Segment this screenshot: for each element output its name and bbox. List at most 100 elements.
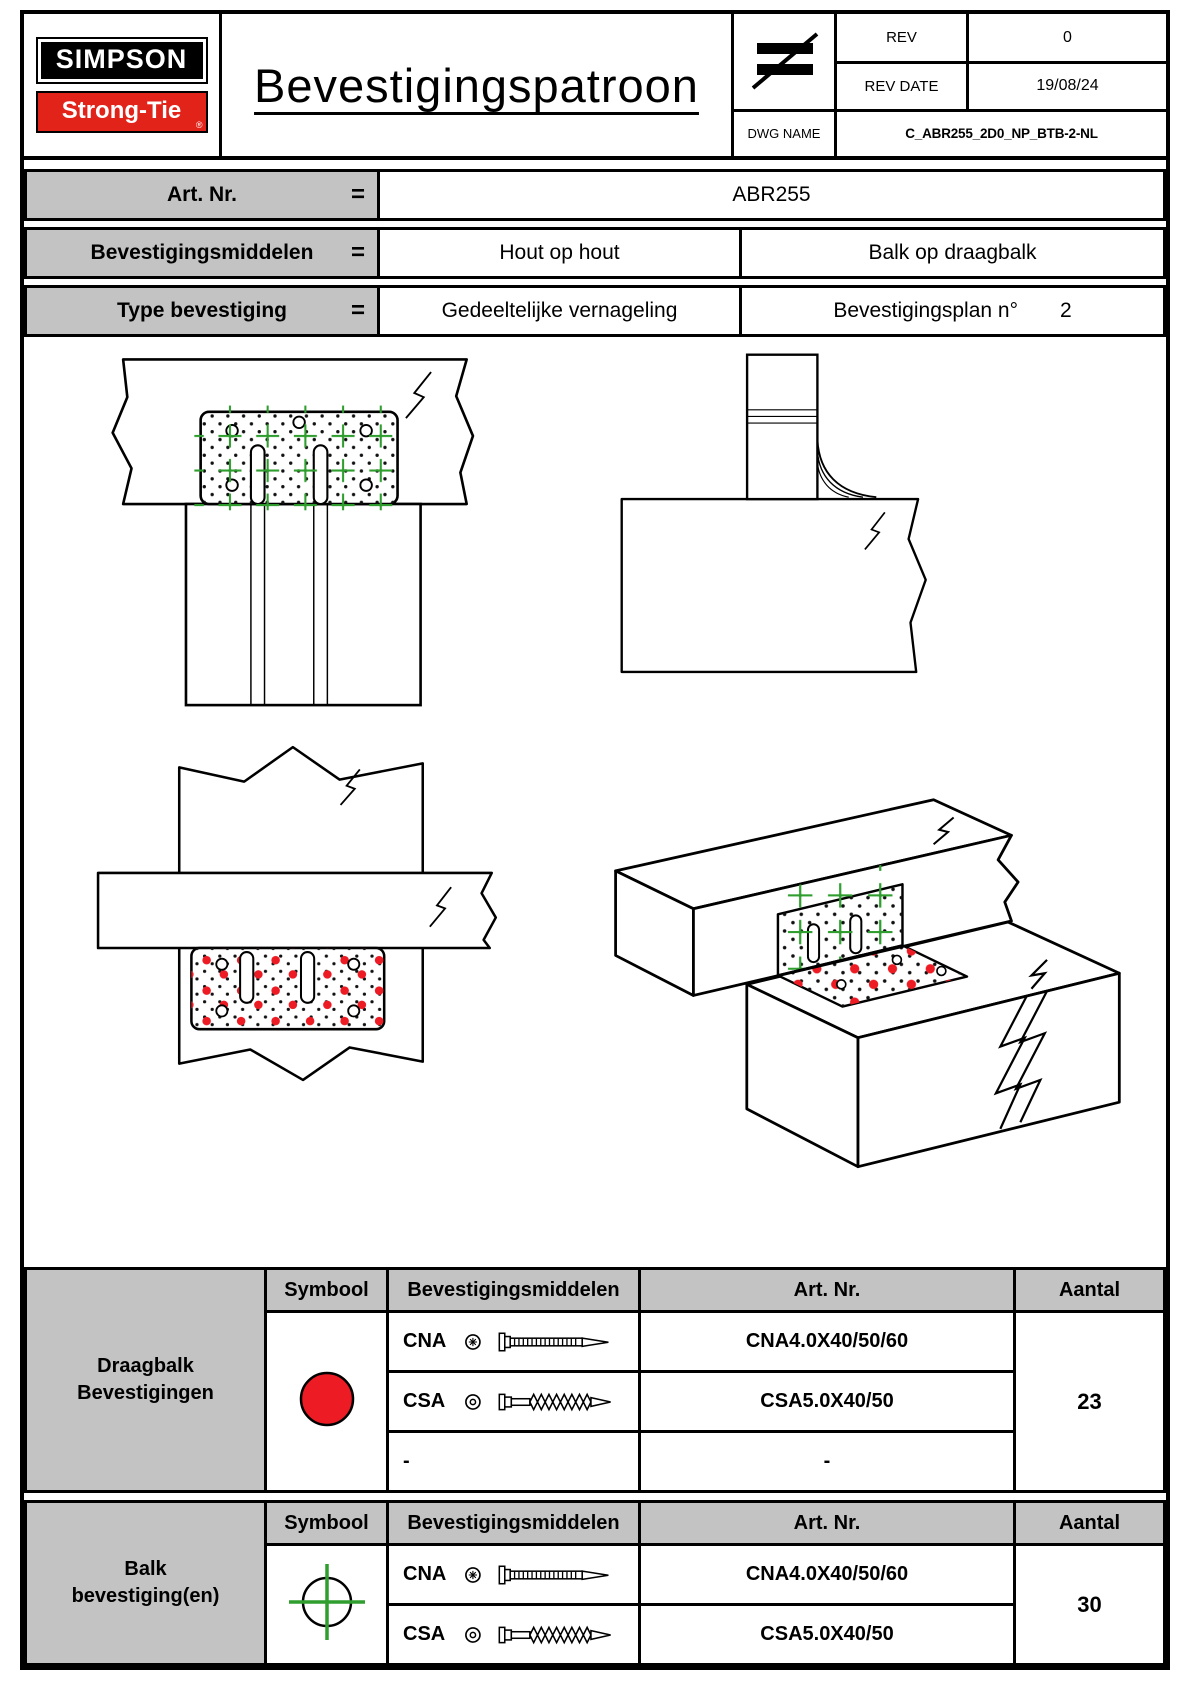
art-nr-cell: CSA5.0X40/50 bbox=[638, 1603, 1016, 1666]
aantal-cell: 30 bbox=[1013, 1543, 1166, 1666]
csa-head-icon bbox=[465, 1626, 481, 1643]
type-label: Type bevestiging bbox=[117, 299, 287, 322]
equals-sign: = bbox=[350, 239, 365, 266]
fastener-tables: Draagbalk Bevestigingen Symbool Bevestig… bbox=[24, 1267, 1166, 1666]
equals-sign: = bbox=[350, 297, 365, 324]
break-mark bbox=[864, 511, 886, 550]
break-mark bbox=[932, 816, 955, 845]
flange-holes bbox=[836, 954, 947, 990]
plan-number-label: Bevestigingsplan n° bbox=[833, 299, 1018, 322]
art-nr-value: ABR255 bbox=[380, 169, 1166, 221]
info-table: Art. Nr. = ABR255 Bevestigingsmiddelen = H… bbox=[24, 169, 1166, 337]
cna-head-icon bbox=[465, 1566, 481, 1583]
strongtie-wordmark: Strong-Tie bbox=[61, 97, 182, 124]
screw-icon bbox=[498, 1625, 611, 1644]
logo: SIMPSON Strong-Tie ® bbox=[24, 14, 222, 156]
drawing-area bbox=[24, 337, 1166, 1267]
bend-line bbox=[777, 944, 903, 977]
art-nr-cell: - bbox=[638, 1430, 1016, 1493]
drawing-sheet: SIMPSON Strong-Tie® Bevestigingspatroon … bbox=[20, 10, 1170, 1670]
fastener-name: CSA bbox=[403, 1390, 446, 1412]
aantal-cell: 23 bbox=[1013, 1310, 1166, 1493]
isometric-view-drawing bbox=[614, 798, 1121, 1169]
ring-nail-icon bbox=[498, 1332, 609, 1351]
post-beam bbox=[745, 353, 819, 501]
registered-mark: ® bbox=[195, 120, 203, 130]
column-header-symbool: Symbool bbox=[264, 1500, 389, 1546]
plan-view-drawing bbox=[96, 745, 498, 1082]
crossing-beam bbox=[96, 871, 498, 950]
fastener-row: - bbox=[386, 1430, 641, 1493]
plan-number-value: 2 bbox=[1060, 299, 1072, 322]
column-header-art-nr: Art. Nr. bbox=[638, 1500, 1016, 1546]
rev-date-value: 19/08/24 bbox=[966, 61, 1166, 109]
block-break-crack bbox=[993, 959, 1049, 1130]
column-header-aantal: Aantal bbox=[1013, 1267, 1166, 1313]
fastener-row: CSA bbox=[386, 1370, 641, 1433]
plate-slots bbox=[239, 951, 316, 1004]
fastener-row: CNA bbox=[386, 1543, 641, 1606]
draagbalk-symbol-cell bbox=[264, 1310, 389, 1493]
plan-number-cell: Bevestigingsplan n° 2 bbox=[742, 285, 1166, 337]
fasteners-value-2: Balk op draagbalk bbox=[742, 227, 1166, 279]
screw-icon bbox=[498, 1392, 611, 1411]
dwg-name-label: DWG NAME bbox=[734, 108, 834, 156]
break-mark bbox=[429, 886, 452, 928]
front-view-drawing bbox=[111, 358, 475, 707]
balk-fastener-markers bbox=[777, 859, 903, 976]
not-to-scale-icon bbox=[734, 14, 834, 109]
title-block: SIMPSON Strong-Tie® Bevestigingspatroon … bbox=[24, 14, 1166, 160]
group-label-draagbalk: Draagbalk Bevestigingen bbox=[24, 1267, 267, 1493]
balk-fastener-markers bbox=[194, 405, 404, 511]
break-mark bbox=[339, 768, 361, 806]
art-nr-label: Art. Nr. bbox=[166, 183, 237, 206]
dwg-name-value: C_ABR255_2D0_NP_BTB-2-NL bbox=[834, 108, 1166, 156]
type-label-cell: Type bevestiging = bbox=[24, 285, 380, 337]
simpson-logo-text: SIMPSON bbox=[35, 37, 208, 84]
fastener-name: - bbox=[403, 1450, 410, 1472]
page-title: Bevestigingspatroon bbox=[254, 58, 699, 112]
rev-value: 0 bbox=[966, 14, 1166, 62]
green-crosshair-icon bbox=[288, 1564, 365, 1640]
column-header-aantal: Aantal bbox=[1013, 1500, 1166, 1546]
post-lines bbox=[747, 409, 818, 424]
info-row-art-nr: Art. Nr. = ABR255 bbox=[24, 169, 1166, 221]
column-header-symbool: Symbool bbox=[264, 1267, 389, 1313]
csa-head-icon bbox=[465, 1393, 481, 1410]
column-header-art-nr: Art. Nr. bbox=[638, 1267, 1016, 1313]
fasteners-label: Bevestigingsmiddelen bbox=[90, 241, 314, 264]
fasteners-value-1: Hout op hout bbox=[380, 227, 742, 279]
equals-sign: = bbox=[350, 181, 365, 208]
fastener-name: CNA bbox=[403, 1563, 447, 1585]
info-row-type: Type bevestiging = Gedeeltelijke vernagel… bbox=[24, 285, 1166, 337]
fasteners-label-cell: Bevestigingsmiddelen = bbox=[24, 227, 380, 279]
art-nr-label-cell: Art. Nr. = bbox=[24, 169, 380, 221]
type-value: Gedeeltelijke vernageling bbox=[380, 285, 742, 337]
joint-lines bbox=[250, 504, 329, 706]
rev-label: REV bbox=[834, 14, 966, 62]
group-label-balk: Balk bevestiging(en) bbox=[24, 1500, 267, 1666]
draagbalk-fasteners-table: Draagbalk Bevestigingen Symbool Bevestig… bbox=[24, 1267, 1166, 1493]
art-nr-cell: CNA4.0X40/50/60 bbox=[638, 1543, 1016, 1606]
side-view-drawing bbox=[620, 353, 927, 674]
rev-date-label: REV DATE bbox=[834, 61, 966, 109]
lower-beam bbox=[184, 502, 422, 707]
title-cell: Bevestigingspatroon bbox=[222, 14, 734, 156]
balk-fasteners-table: Balk bevestiging(en) Symbool Bevestiging… bbox=[24, 1500, 1166, 1666]
fastener-row: CSA bbox=[386, 1603, 641, 1666]
cna-head-icon bbox=[465, 1333, 481, 1350]
support-beam bbox=[620, 497, 927, 674]
bracket-profile bbox=[816, 440, 877, 499]
fastener-name: CSA bbox=[403, 1623, 446, 1645]
fastener-name: CNA bbox=[403, 1330, 447, 1352]
revision-block: REV 0 REV DATE 19/08/24 DWG NAME C_ABR25… bbox=[734, 14, 1166, 156]
column-header-middelen: Bevestigingsmiddelen bbox=[386, 1500, 641, 1546]
strongtie-logo-text: Strong-Tie ® bbox=[35, 91, 208, 133]
draagbalk-fastener-markers bbox=[777, 945, 967, 1007]
fastener-row: CNA bbox=[386, 1310, 641, 1373]
art-nr-cell: CNA4.0X40/50/60 bbox=[638, 1310, 1016, 1373]
plate-holes bbox=[215, 957, 361, 1018]
balk-symbol-cell bbox=[264, 1543, 389, 1666]
red-dot-icon bbox=[299, 1371, 354, 1427]
